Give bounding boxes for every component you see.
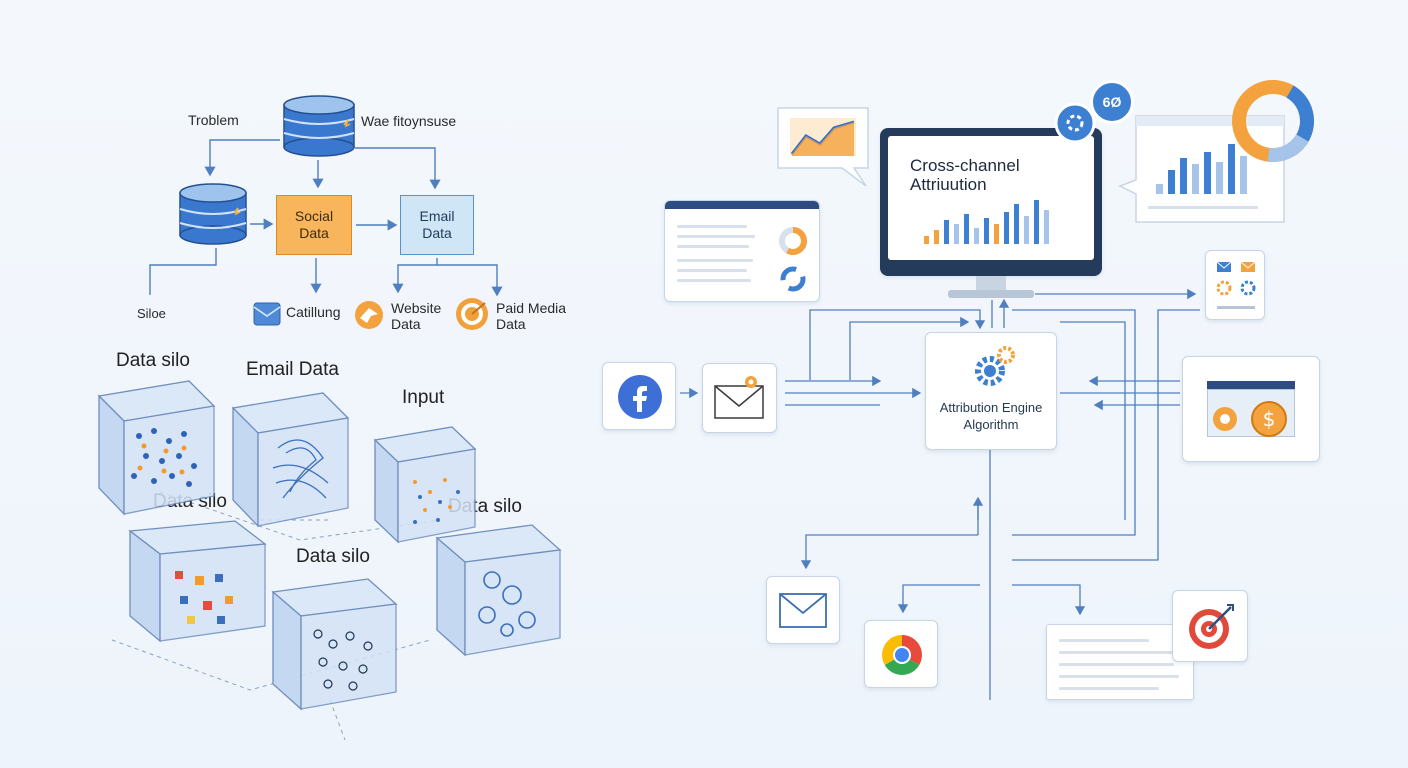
email-icon [1216, 261, 1256, 309]
data-silo-cube [435, 524, 562, 657]
data-silo-cube [97, 380, 216, 516]
refresh-icon [780, 266, 806, 292]
chrome-icon [882, 635, 922, 675]
monitor-screen: Cross-channel Attriuution [888, 136, 1094, 260]
email-output-card [766, 576, 840, 644]
chrome-output-card [864, 620, 938, 688]
monitor-neck [976, 276, 1006, 292]
monitor-title: Cross-channel Attriuution [910, 156, 1020, 194]
channel-icons-card [1205, 250, 1265, 320]
engine-label: Attribution Engine Algorithm [926, 399, 1056, 433]
network-badge: 6Ø [1090, 80, 1134, 124]
silo-label: Input [402, 387, 445, 408]
report-header-bar [665, 201, 819, 209]
bar-chart-icon [924, 200, 1049, 244]
website-icon [355, 301, 383, 329]
data-silo-cube [231, 392, 350, 528]
monitor: Cross-channel Attriuution [880, 128, 1102, 276]
email-channel-card [702, 363, 777, 433]
problem-label: Troblem [188, 112, 239, 128]
warehouse-label: Wae fitoynsuse [361, 113, 457, 129]
gear-coin-icon: $ [1213, 401, 1287, 437]
donut-icon [779, 227, 807, 255]
document-output-card [1046, 624, 1194, 700]
svg-text:$: $ [1263, 407, 1276, 431]
database-icon [283, 95, 355, 157]
browser-bar [1207, 381, 1295, 389]
envelope-icon [779, 593, 827, 628]
social-data-node: Social Data [276, 195, 352, 255]
email-data-node: Email Data [400, 195, 474, 255]
database-icon [179, 183, 247, 245]
data-silo-cube [271, 578, 398, 711]
line-chart-card [777, 107, 869, 187]
social-channel-card [602, 362, 676, 430]
data-silo-cube [373, 426, 477, 544]
target-icon [1189, 604, 1234, 649]
gear-badge-icon [1054, 102, 1096, 144]
email-icon [253, 302, 281, 326]
envelope-icon [714, 376, 764, 419]
target-output-card [1172, 590, 1248, 662]
siloe-label: Siloe [137, 306, 166, 321]
donut-chart-icon [1232, 80, 1314, 162]
report-card [664, 200, 820, 302]
paid-channel-card: $ [1182, 356, 1320, 462]
engine-label-line-1: Attribution Engine [939, 400, 1043, 415]
website-data-label: Website Data [391, 300, 442, 332]
silo-label: Data silo [296, 546, 370, 567]
data-silo-cube [128, 520, 267, 643]
target-icon [456, 298, 488, 330]
attribution-engine-box: Attribution Engine Algorithm [925, 332, 1057, 450]
monitor-title-line-2: Attriuution [910, 175, 987, 194]
engine-label-line-2: Algorithm [963, 417, 1019, 432]
gears-icon [975, 346, 1015, 386]
paid-media-label: Paid Media Data [496, 300, 567, 332]
silo-label: Email Data [246, 359, 339, 380]
silo-label: Data silo [116, 350, 190, 371]
facebook-icon [618, 375, 662, 419]
monitor-title-line-1: Cross-channel [910, 156, 1020, 175]
catalog-label: Catillung [286, 304, 341, 320]
monitor-stand [948, 290, 1034, 298]
